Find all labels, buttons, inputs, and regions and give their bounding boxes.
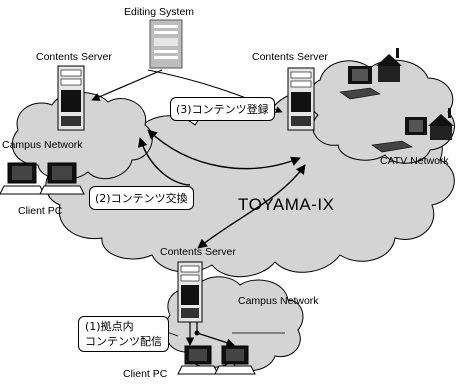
contents-server-bottom-label: Contents Server (160, 246, 236, 258)
client-pc-top-icon (0, 162, 85, 195)
client-pc-bottom-label: Client PC (123, 368, 168, 380)
exchange-arrow-right-bottom (197, 164, 306, 249)
callout-local-line1: (1)拠点内 (85, 320, 134, 333)
contents-server-right-label: Contents Server (252, 51, 328, 63)
contents-server-left-label: Contents Server (36, 51, 112, 63)
campus-network-bottom-label: Campus Network (238, 295, 319, 307)
contents-server-bottom-icon (177, 261, 203, 323)
editing-system-icon (149, 19, 183, 69)
catv-network-label: CATV Network (380, 155, 449, 167)
toyama-ix-label: TOYAMA-IX (238, 195, 335, 214)
callout-exchange: (2)コンテンツ交換 (89, 186, 194, 210)
client-pc-top-label: Client PC (18, 205, 63, 217)
set-top-box-icon (339, 87, 413, 153)
register-arrow-to-left-server (91, 69, 163, 101)
callout-register: (3)コンテンツ登録 (170, 97, 275, 121)
catv-house-icon (376, 48, 454, 140)
campus-bottom-links (185, 322, 285, 347)
editing-system-label: Editing System (124, 6, 195, 18)
exchange-arrow-left-bottom (137, 137, 191, 186)
client-pc-bottom-icon (177, 345, 256, 375)
callout-local-delivery: (1)拠点内 コンテンツ配信 (78, 316, 169, 352)
contents-server-left-icon (57, 65, 85, 131)
campus-network-top-label: Campus Network (2, 139, 83, 151)
contents-server-right-icon (287, 67, 315, 131)
callout-local-line2: コンテンツ配信 (85, 335, 162, 348)
catv-tv-icon (348, 66, 427, 135)
